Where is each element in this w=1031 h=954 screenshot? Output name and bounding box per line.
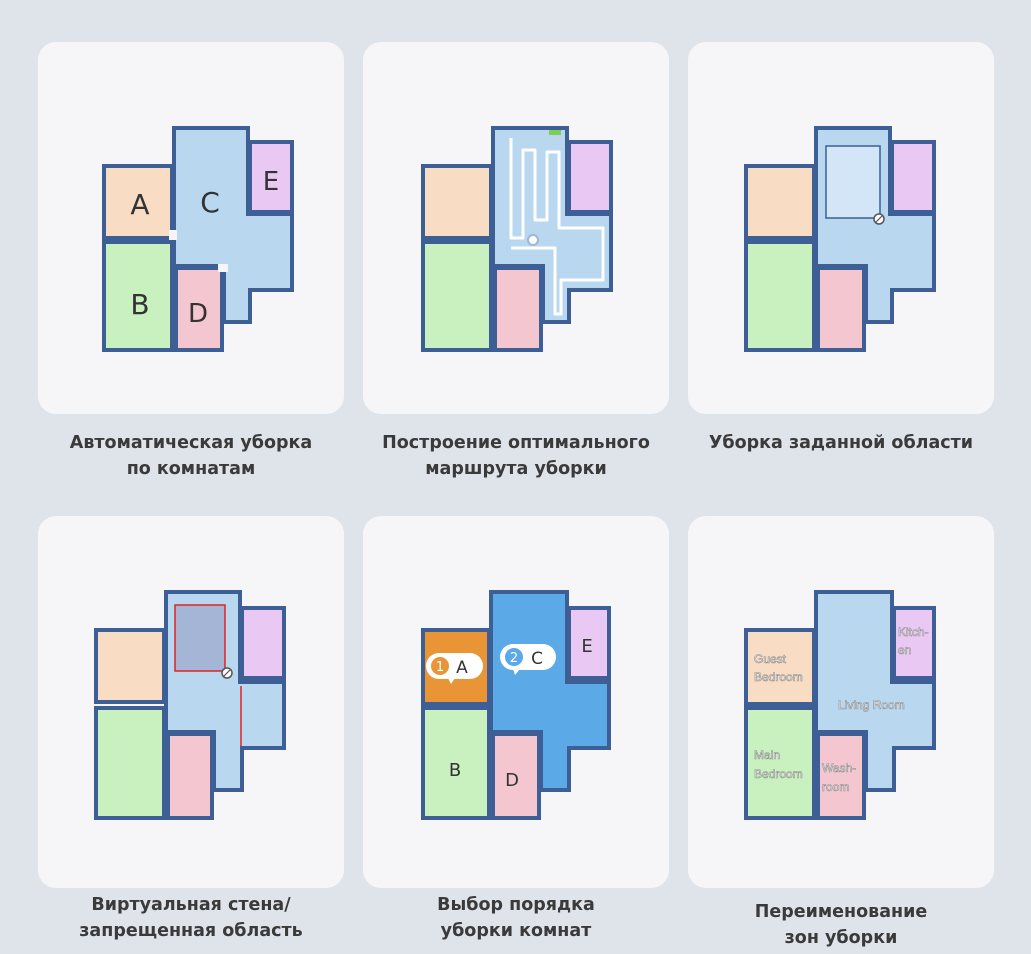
forbidden-zone[interactable] bbox=[174, 604, 226, 672]
room-c-label: C bbox=[200, 186, 220, 219]
room-d-label: D bbox=[505, 770, 519, 791]
room-d bbox=[493, 266, 543, 352]
feature-card-room-order: 1 A 2 C B D E bbox=[363, 516, 669, 888]
room-b bbox=[744, 240, 816, 352]
cleaning-zone[interactable] bbox=[825, 145, 881, 219]
room-a bbox=[421, 164, 493, 240]
feature-caption: Автоматическая уборка по комнатам bbox=[69, 433, 313, 479]
floor-plan-map: Guest Bedroom Kitch- en Living Room Main… bbox=[744, 590, 936, 820]
room-e-label: E bbox=[263, 167, 279, 197]
room-e bbox=[567, 140, 613, 214]
room-name-label: room bbox=[822, 780, 849, 794]
room-e bbox=[240, 606, 286, 680]
floor-plan-map bbox=[744, 126, 936, 352]
room-d bbox=[166, 732, 214, 820]
room-name-label: Bedroom bbox=[754, 670, 803, 684]
room-a bbox=[102, 164, 174, 240]
room-guest-bedroom[interactable] bbox=[744, 628, 816, 706]
room-a bbox=[744, 164, 816, 240]
feature-caption: Построение оптимального маршрута уборки bbox=[382, 433, 650, 479]
room-d[interactable] bbox=[491, 732, 541, 820]
room-washroom[interactable] bbox=[816, 732, 866, 820]
room-e-label: E bbox=[581, 636, 592, 657]
floor-plan-map: A B C D E bbox=[102, 126, 294, 352]
room-d-label: D bbox=[188, 299, 208, 329]
room-a bbox=[94, 628, 166, 704]
room-b bbox=[94, 706, 166, 820]
robot-icon bbox=[527, 234, 539, 246]
room-d bbox=[174, 266, 224, 352]
room-kitchen[interactable] bbox=[892, 606, 936, 680]
feature-caption: Выбор порядка уборки комнат bbox=[437, 895, 595, 941]
feature-caption: Виртуальная стена/ запрещенная область bbox=[79, 895, 303, 941]
feature-caption: Переименование зон уборки bbox=[754, 902, 928, 948]
order-number-1: 1 bbox=[436, 660, 444, 675]
room-name-label: Living Room bbox=[838, 698, 905, 712]
feature-card-rename: Guest Bedroom Kitch- en Living Room Main… bbox=[688, 516, 994, 888]
room-b-label: B bbox=[130, 288, 149, 321]
room-name-label: en bbox=[898, 643, 911, 657]
room-a-label: A bbox=[130, 188, 149, 221]
room-b bbox=[102, 240, 174, 352]
room-e bbox=[890, 140, 936, 214]
room-main-bedroom[interactable] bbox=[744, 706, 816, 820]
order-number-2: 2 bbox=[510, 651, 518, 666]
room-name-label: Bedroom bbox=[754, 767, 803, 781]
room-e bbox=[248, 140, 294, 214]
feature-card-zone bbox=[688, 42, 994, 414]
feature-card-auto-room: A B C D E bbox=[38, 42, 344, 414]
cleaning-route bbox=[509, 138, 605, 316]
floor-plan-map bbox=[421, 126, 613, 352]
feature-card-route bbox=[363, 42, 669, 414]
feature-card-virtual-wall bbox=[38, 516, 344, 888]
feature-caption: Уборка заданной области bbox=[708, 433, 974, 453]
room-b bbox=[421, 240, 493, 352]
room-name-label: Main bbox=[754, 748, 780, 762]
floor-plan-map bbox=[94, 590, 286, 820]
room-name-label: Guest bbox=[754, 652, 787, 666]
room-b-label: B bbox=[449, 760, 461, 781]
floor-plan-map: 1 A 2 C B D E bbox=[421, 590, 611, 820]
room-c-label: C bbox=[531, 649, 543, 669]
room-name-label: Wash- bbox=[822, 761, 856, 775]
room-e[interactable] bbox=[567, 606, 611, 680]
room-d bbox=[816, 266, 866, 352]
dock-icon bbox=[549, 130, 561, 135]
room-name-label: Kitch- bbox=[898, 625, 929, 639]
room-b[interactable] bbox=[421, 706, 491, 820]
room-a-label: A bbox=[456, 658, 468, 678]
